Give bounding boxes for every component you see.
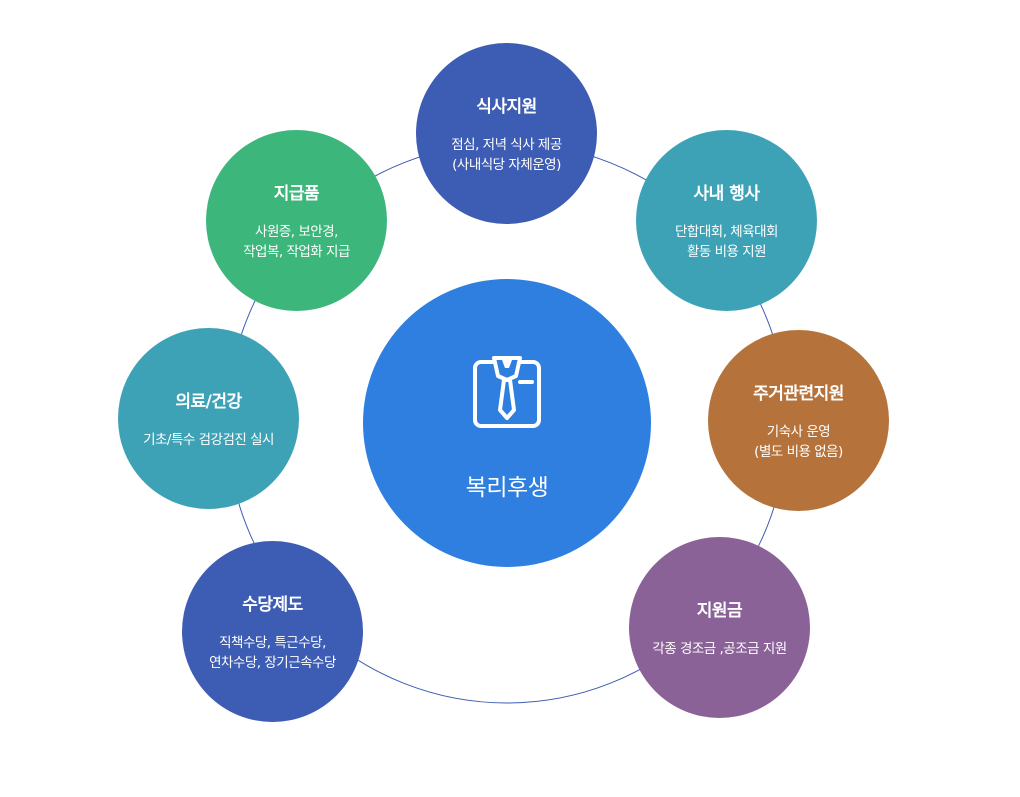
node-title: 의료/건강 xyxy=(175,392,242,412)
node-description: 기초/특수 검강검진 실시 xyxy=(143,432,274,448)
node-medical-health: 의료/건강 기초/특수 검강검진 실시 xyxy=(118,328,299,509)
node-description: 단합대회, 체육대회 활동 비용 지원 xyxy=(675,224,778,260)
node-title: 주거관련지원 xyxy=(753,384,844,404)
node-description: 각종 경조금 ,공조금 지원 xyxy=(652,641,787,657)
node-title: 식사지원 xyxy=(476,97,537,117)
node-title: 수당제도 xyxy=(242,595,303,615)
node-supplies: 지급품 사원증, 보안경, 작업복, 작업화 지급 xyxy=(206,130,387,311)
node-description: 사원증, 보안경, 작업복, 작업화 지급 xyxy=(243,224,350,260)
node-housing-support: 주거관련지원 기숙사 운영 (별도 비용 없음) xyxy=(708,330,889,511)
node-meal-support: 식사지원 점심, 저녁 식사 제공 (사내식당 자체운영) xyxy=(416,43,597,224)
node-allowance-system: 수당제도 직책수당, 특근수당, 연차수당, 장기근속수당 xyxy=(182,541,363,722)
node-company-event: 사내 행사 단합대회, 체육대회 활동 비용 지원 xyxy=(636,130,817,311)
node-description: 기숙사 운영 (별도 비용 없음) xyxy=(754,424,843,460)
node-title: 지원금 xyxy=(696,601,743,621)
shirt-tie-icon xyxy=(473,356,541,428)
node-subsidy: 지원금 각종 경조금 ,공조금 지원 xyxy=(629,537,810,718)
center-label: 복리후생 xyxy=(465,475,549,501)
node-description: 직책수당, 특근수당, 연차수당, 장기근속수당 xyxy=(209,635,336,671)
node-title: 지급품 xyxy=(273,184,320,204)
node-description: 점심, 저녁 식사 제공 (사내식당 자체운영) xyxy=(451,137,562,173)
node-title: 사내 행사 xyxy=(693,184,760,204)
center-circle-welfare: 복리후생 xyxy=(363,279,651,567)
